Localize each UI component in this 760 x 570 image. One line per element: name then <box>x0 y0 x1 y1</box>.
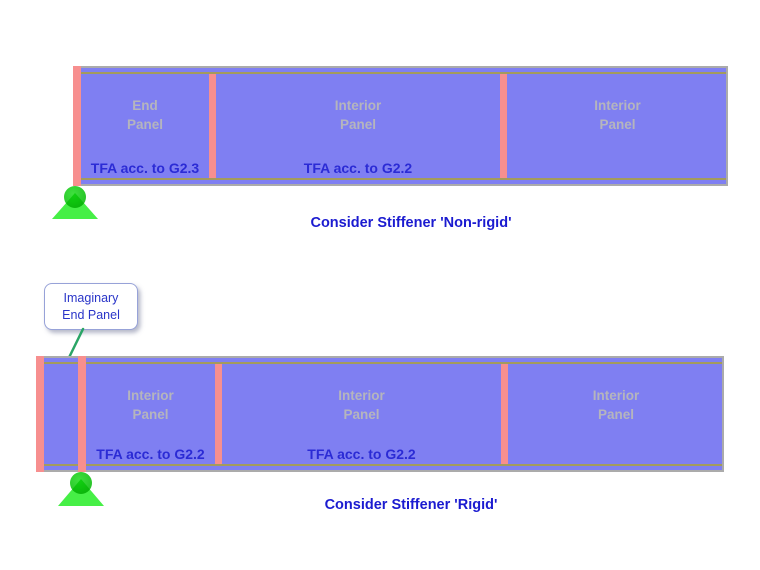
top-flange-line <box>38 362 722 364</box>
intermediate-stiffener <box>501 364 508 464</box>
panel-interior-1: Interior Panel TFA acc. to G2.2 <box>86 364 215 464</box>
panel-interior-1-label: Interior Panel <box>334 98 382 132</box>
caption-non-rigid: Consider Stiffener 'Non-rigid' <box>310 215 512 231</box>
end-stiffener <box>73 66 81 186</box>
panel-interior-2: Interior Panel TFA acc. to G2.2 <box>222 364 501 464</box>
caption-rigid: Consider Stiffener 'Rigid' <box>324 497 498 513</box>
support-cone <box>58 479 104 506</box>
bottom-flange-line <box>38 464 722 466</box>
bottom-flange-line <box>75 178 726 180</box>
beam-non-rigid: End Panel TFA acc. to G2.3 Interior Pane… <box>73 66 728 186</box>
callout-imaginary-end-panel: Imaginary End Panel <box>44 283 138 330</box>
panel-interior-2-tfa-label: TFA acc. to G2.2 <box>307 446 416 462</box>
panel-interior-2-label: Interior Panel <box>338 388 385 422</box>
end-post-stiffener-inner <box>78 356 86 472</box>
end-post-stiffener-outer <box>36 356 44 472</box>
panel-end-tfa-label: TFA acc. to G2.3 <box>90 160 200 176</box>
panel-interior-2: Interior Panel <box>507 74 728 178</box>
panel-end-label: End Panel <box>126 98 164 132</box>
panel-interior-3: Interior Panel <box>508 364 724 464</box>
beam-rigid: Interior Panel TFA acc. to G2.2 Interior… <box>36 356 724 472</box>
intermediate-stiffener <box>500 74 507 178</box>
panel-interior-1-label: Interior Panel <box>127 388 174 422</box>
panel-interior-3-label: Interior Panel <box>592 388 640 422</box>
intermediate-stiffener <box>209 74 216 178</box>
top-flange-line <box>75 72 726 74</box>
panel-imaginary-end <box>44 364 78 464</box>
panel-interior-1-tfa-label: TFA acc. to G2.2 <box>96 446 205 462</box>
intermediate-stiffener <box>215 364 222 464</box>
support-cone <box>52 193 98 219</box>
panel-interior-2-label: Interior Panel <box>594 98 641 132</box>
panel-interior-1-tfa-label: TFA acc. to G2.2 <box>303 160 413 176</box>
panel-interior-1: Interior Panel TFA acc. to G2.2 <box>216 74 500 178</box>
panel-end: End Panel TFA acc. to G2.3 <box>81 74 209 178</box>
